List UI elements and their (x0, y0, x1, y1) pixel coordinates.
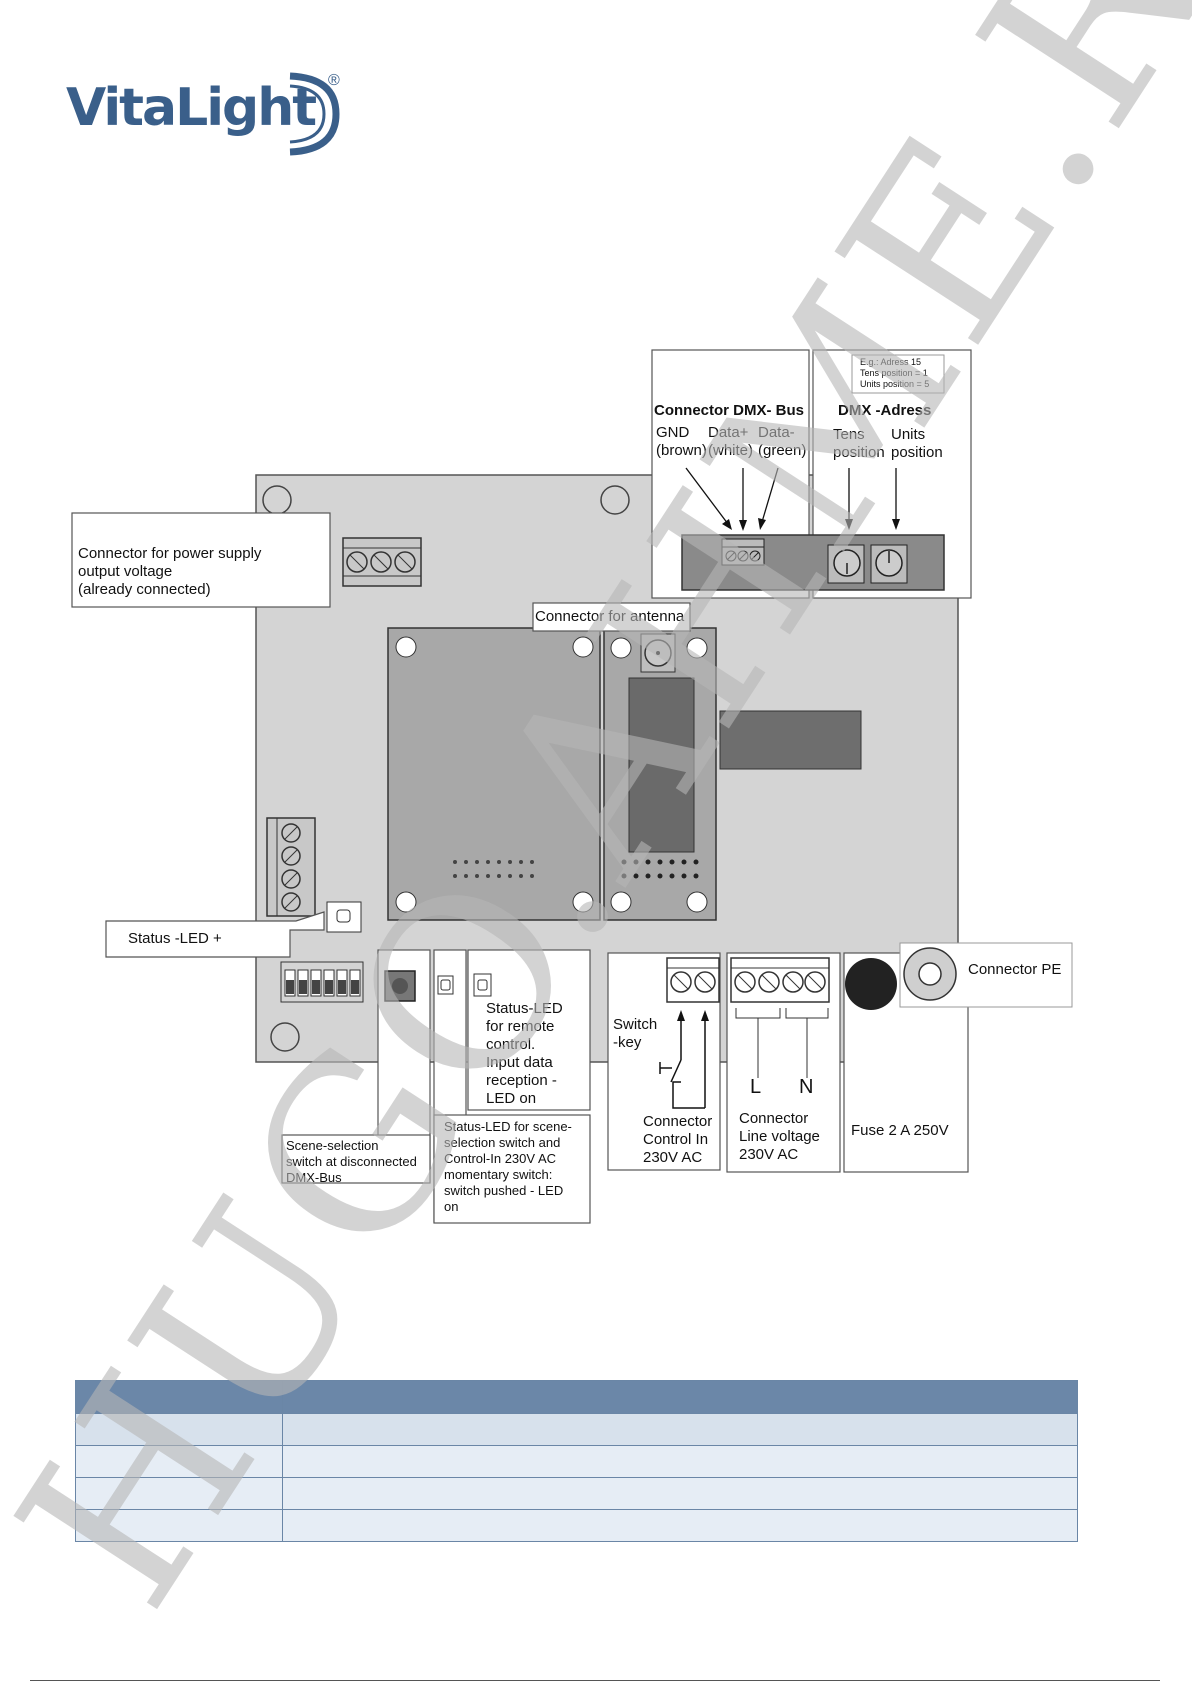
label-dmx-data-plus: Data+ (white) (708, 424, 754, 459)
fuse-holder (845, 958, 897, 1010)
table-cell (282, 1413, 1078, 1446)
table-row (75, 1509, 1078, 1542)
label-switch-key: Switch -key (613, 1016, 658, 1051)
label-connector-control-in: Connector Control In 230V AC (643, 1113, 713, 1166)
receiver-module (387, 627, 601, 921)
label-antenna-connector: Connector for antenna (535, 608, 685, 625)
table-header-row (75, 1380, 1078, 1414)
terminal-4pole (266, 817, 316, 917)
spec-table (75, 1380, 1078, 1542)
control-in-terminal (666, 957, 720, 1003)
logo-d-arc-icon (289, 72, 340, 156)
label-connector-line-voltage: Connector Line voltage 230V AC (739, 1110, 820, 1163)
relay-block (719, 710, 862, 770)
logo-wordmark: VitaLight (66, 78, 317, 138)
mounting-hole (262, 485, 292, 515)
table-cell (75, 1445, 283, 1478)
antenna-chip (628, 677, 695, 853)
footer-rule (30, 1680, 1160, 1681)
label-dmx-address-title: DMX -Adress (838, 402, 932, 419)
label-connector-pe: Connector PE (968, 961, 1062, 978)
terminal-3pole (342, 537, 422, 587)
wiring-diagram: Connector for power supply output voltag… (71, 349, 1073, 1224)
label-dmx-data-minus: Data- (green) (758, 424, 807, 459)
label-dmx-bus-title: Connector DMX- Bus (654, 402, 804, 419)
table-cell (75, 1509, 283, 1542)
label-scene-selection: Scene-selection switch at disconnected D… (286, 1138, 417, 1185)
label-status-led-plus: Status -LED + (128, 930, 222, 947)
table-row (75, 1445, 1078, 1478)
label-status-led-scene: Status-LED for scene- selection switch a… (444, 1119, 572, 1214)
diagram-graphics (71, 349, 1073, 1224)
vitalight-logo: VitaLight ® (66, 66, 366, 166)
table-row (75, 1477, 1078, 1510)
label-dmx-example: E.g.: Adress 15 Tens position = 1 Units … (860, 357, 930, 389)
table-row (75, 1413, 1078, 1446)
label-power-connector: Connector for power supply output voltag… (78, 545, 262, 598)
label-dmx-gnd: GND (brown) (656, 424, 707, 459)
table-cell (75, 1413, 283, 1446)
table-header-cell (75, 1380, 283, 1414)
mounting-hole (600, 485, 630, 515)
table-cell (75, 1477, 283, 1510)
table-cell (282, 1445, 1078, 1478)
label-line-n: N (799, 1076, 814, 1098)
label-fuse: Fuse 2 A 250V (851, 1122, 949, 1139)
label-line-l: L (750, 1076, 762, 1098)
mounting-hole (270, 1022, 300, 1052)
table-cell (282, 1477, 1078, 1510)
table-header-cell (282, 1380, 1078, 1414)
table-cell (282, 1509, 1078, 1542)
label-tens-position: Tens position (833, 426, 885, 461)
line-voltage-terminal (730, 957, 830, 1003)
label-units-position: Units position (891, 426, 943, 461)
label-status-led-remote: Status-LED for remote control. Input dat… (486, 1000, 563, 1107)
registered-mark: ® (328, 72, 340, 89)
